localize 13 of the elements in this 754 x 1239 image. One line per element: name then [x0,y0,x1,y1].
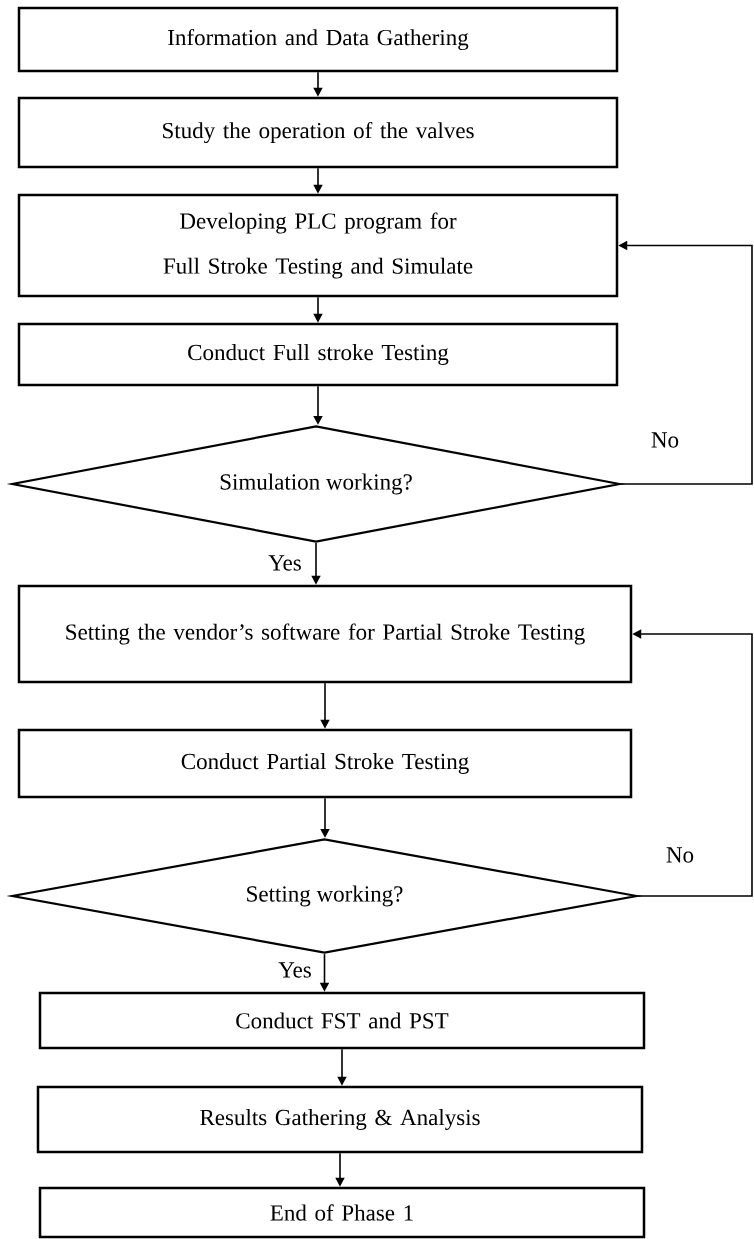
edge-label: No [664,846,696,864]
edge-label: No [649,431,681,449]
process-box: Conduct FST and PST [38,991,646,1050]
process-box: Developing PLC program for Full Stroke Testing and Simulate [17,193,619,298]
process-box: Information and Data Gathering [17,6,619,73]
edge-label: Yes [267,554,303,572]
process-box: Conduct Full stroke Testing [17,322,619,387]
process-box: End of Phase 1 [38,1186,646,1239]
process-box: Setting the vendor’s software for Partial Stroke Testing [17,584,633,684]
process-box: Conduct Partial Stroke Testing [17,728,633,799]
edge-label: Yes [277,961,313,979]
process-box: Results Gathering & Analysis [36,1085,644,1154]
process-box: Study the operation of the valves [17,96,619,169]
